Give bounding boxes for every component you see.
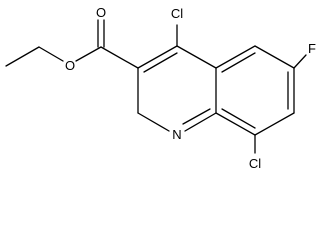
bond-c8-c8a-inner [221,108,256,129]
bond-carbonyl-c-to-ring [100,46,139,69]
bond-n-c2 [137,112,170,132]
bond-c4a-c5-inner [221,52,256,73]
bond-c4-c4a [176,45,217,69]
atom-label-chlorine-bottom: Cl [249,156,261,171]
bond-c3-c4 [137,45,178,69]
chemical-structure-diagram: O O Cl F N Cl [5,5,316,171]
bond-ch2-o-ester [38,46,64,62]
bond-c6-f [293,54,307,69]
atom-label-chlorine-top: Cl [171,6,183,21]
bond-ch3-ch2 [5,46,40,67]
bond-c3-c4-inner [143,52,178,73]
bond-c5-c6 [254,45,295,69]
bond-o-ester-carbonyl-c [75,46,102,62]
atom-label-carbonyl-oxygen: O [96,5,106,20]
bond-c8a-n [184,112,217,132]
atom-label-fluorine: F [308,41,316,56]
bond-c8a-n-inner [182,108,211,125]
atom-label-ring-nitrogen: N [172,127,181,142]
bond-c7-c8 [254,112,295,136]
bond-c4a-c5 [215,45,256,69]
bond-c8-c8a [215,112,256,136]
atom-label-ester-oxygen: O [65,58,75,73]
